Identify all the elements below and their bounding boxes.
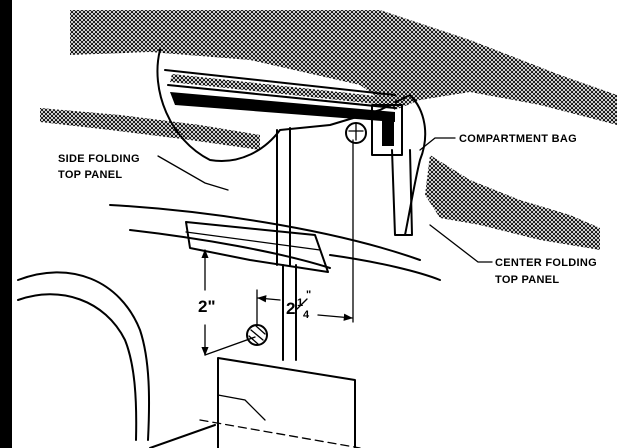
- vertical-dim-extension: [204, 336, 256, 356]
- horizontal-dim-line-left: [257, 295, 281, 303]
- floor-line: [149, 424, 216, 448]
- bolt-head-detail: [348, 123, 364, 141]
- right-hatched-surface: [425, 155, 600, 250]
- compartment-side-wall: [391, 149, 413, 236]
- horizontal-dimension-whole: 2: [286, 299, 295, 318]
- mounting-strip[interactable]: [185, 221, 329, 273]
- center-support-post: [282, 264, 297, 361]
- compartment-rail-hatch: [170, 74, 395, 106]
- compartment-rail-fill: [170, 92, 395, 122]
- horizontal-dimension-numerator: 1: [297, 297, 303, 309]
- mounting-strip-fold: [185, 231, 321, 251]
- bolt-head-icon[interactable]: [345, 122, 367, 144]
- horizontal-dimension-fraction-bar: [296, 298, 308, 310]
- fender-curve-inner: [17, 293, 138, 441]
- left-border-edge: [0, 0, 12, 448]
- hole-marker-hatch: [248, 325, 266, 345]
- compartment-bag-leader: [419, 137, 456, 151]
- center-panel-label-line1: CENTER FOLDING: [495, 257, 597, 269]
- upper-hatched-surface: [70, 10, 617, 125]
- side-panel-label-line1: SIDE FOLDING: [58, 153, 140, 165]
- compartment-bag-label: COMPARTMENT BAG: [459, 133, 577, 145]
- lower-body-panel: [217, 357, 356, 448]
- side-panel-label-line2: TOP PANEL: [58, 169, 122, 181]
- left-hatched-surface: [40, 108, 260, 150]
- fender-curve-outer: [17, 271, 151, 441]
- side-panel-curve-lower: [129, 229, 331, 269]
- center-panel-edge: [329, 254, 441, 281]
- floor-dashed-line: [199, 419, 361, 448]
- side-panel-curve-upper: [109, 204, 421, 261]
- horizontal-dim-line-right: [317, 313, 353, 321]
- compartment-top-rail: [164, 69, 396, 109]
- center-panel-label-line2: TOP PANEL: [495, 274, 559, 286]
- lower-body-edge: [217, 394, 266, 421]
- center-panel-leader: [429, 224, 493, 263]
- side-panel-leader: [157, 155, 229, 191]
- left-support-post: [276, 127, 291, 266]
- bracket-fastener: [382, 118, 394, 146]
- compartment-bracket: [371, 104, 403, 156]
- horizontal-dimension-denominator: 4: [303, 309, 310, 321]
- horizontal-dimension-inch: ": [306, 289, 312, 301]
- vertical-dimension-label: 2": [198, 297, 216, 316]
- compartment-bag-outline[interactable]: [156, 49, 427, 236]
